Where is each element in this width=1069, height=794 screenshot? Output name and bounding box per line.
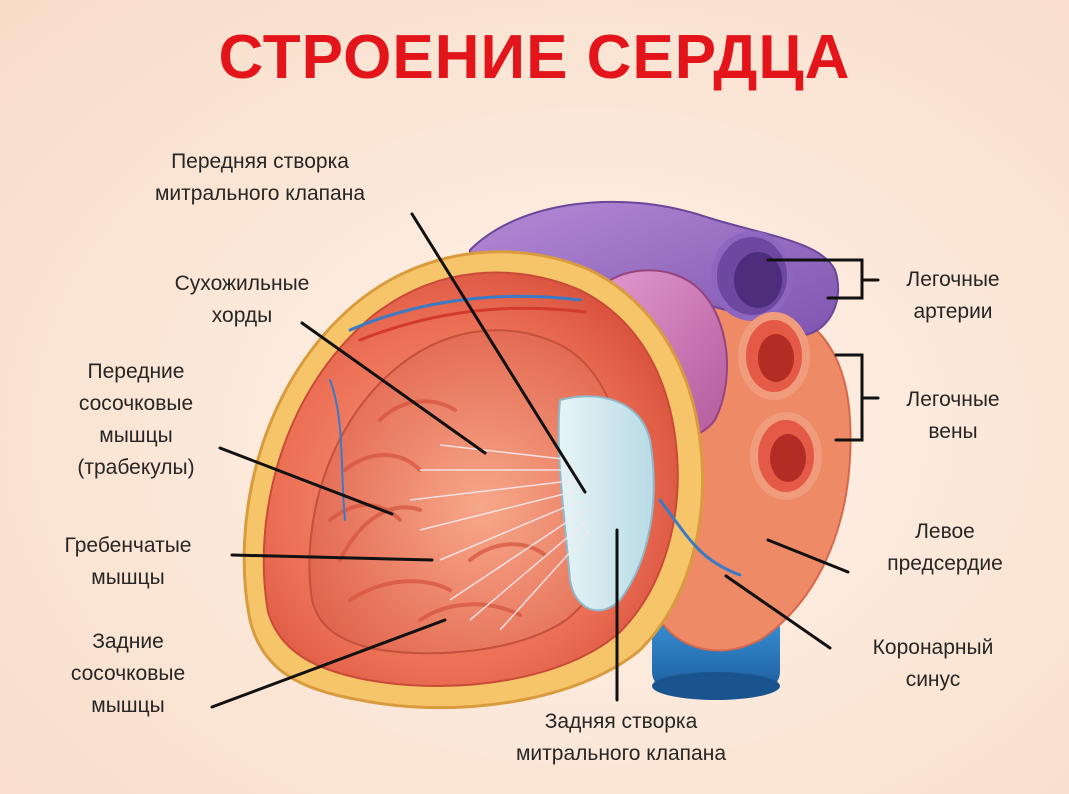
label-posterior-mitral-leaflet: Задняя створка митрального клапана [515,710,726,765]
label-coronary-sinus: Коронарный синус [872,636,994,691]
pulmonary-veins-shape [738,312,822,500]
leader-posterior-papillary [210,618,447,709]
label-anterior-papillary-muscles: Передние сосочковые мышцы (трабекулы) [77,360,195,479]
label-pulmonary-veins: Легочные вены [906,388,1000,443]
leader-pectinate [230,553,434,562]
leader-left-atrium [766,538,850,574]
leader-chordae [300,321,487,455]
leader-anterior-papillary [218,446,394,516]
label-pectinate-muscles: Гребенчатые мышцы [64,534,192,589]
label-anterior-mitral-leaflet: Передняя створка митрального клапана [154,150,365,205]
label-posterior-papillary-muscles: Задние сосочковые мышцы [70,630,186,717]
page-title: СТРОЕНИЕ СЕРДЦА [218,23,851,92]
chordae-strings [409,444,591,631]
label-pulmonary-arteries: Легочные артерии [906,268,1000,323]
label-left-atrium: Левое предсердие [887,520,1003,575]
leader-anterior-leaflet [410,212,587,494]
leader-coronary-sinus [724,574,832,650]
coronary-vessels [329,294,742,577]
leader-lines [210,212,880,709]
label-chordae-tendineae: Сухожильные хорды [174,272,310,327]
trabeculae [328,399,547,622]
